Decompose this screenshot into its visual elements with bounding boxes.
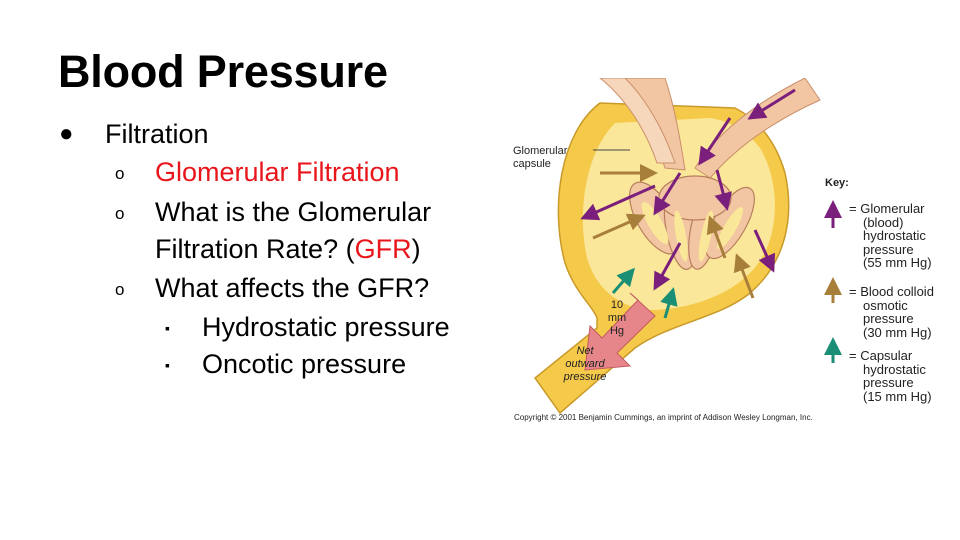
pressure-value-line3: Hg <box>610 325 624 337</box>
key-title: Key: <box>825 177 849 189</box>
bullet-circle-icon: o <box>115 204 125 223</box>
net-label-line1: Net <box>576 345 594 357</box>
bullet-text: What affects the GFR? <box>155 273 430 303</box>
copyright-text: Copyright © 2001 Benjamin Cummings, an i… <box>514 413 813 422</box>
bullet-what-affects-gfr: o What affects the GFR? <box>115 271 430 305</box>
bullet-text: Hydrostatic pressure <box>202 312 450 342</box>
slide-title: Blood Pressure <box>58 46 388 97</box>
capsule-label-line2: capsule <box>513 158 551 170</box>
net-label-line2: outward <box>565 358 605 370</box>
efferent-arteriole <box>694 78 821 179</box>
bullet-text-pre: Filtration Rate? ( <box>155 234 355 264</box>
key-text-colloid: = Blood colloid osmotic pressure (30 mm … <box>849 284 934 340</box>
bullet-circle-icon: o <box>115 164 125 183</box>
net-label-line3: pressure <box>563 371 607 383</box>
key-text-glomerular: = Glomerular (blood) hydrostatic pressur… <box>849 201 932 270</box>
bullet-dot-icon: ● <box>59 120 74 147</box>
bullet-text: Filtration <box>105 119 209 149</box>
bullet-oncotic-pressure: ▪ Oncotic pressure <box>165 347 407 381</box>
bullet-text-post: ) <box>411 234 421 264</box>
key-text-capsular: = Capsular hydrostatic pressure (15 mm H… <box>849 348 932 404</box>
bullet-square-icon: ▪ <box>165 320 170 336</box>
bullet-text: Oncotic pressure <box>202 349 407 379</box>
vessel-trunk <box>599 78 676 164</box>
bullet-what-is-gfr-line2: Filtration Rate? (GFR) <box>155 232 421 266</box>
bullet-text: Glomerular Filtration <box>155 157 400 187</box>
net-pressure-arrow <box>584 292 656 371</box>
bullet-circle-icon: o <box>115 280 125 299</box>
glomerular-pressure-arrows <box>580 88 796 291</box>
bullet-text-line1: What is the Glomerular <box>155 197 432 227</box>
bullet-hydrostatic-pressure: ▪ Hydrostatic pressure <box>165 310 450 344</box>
pressure-value-line2: mm <box>608 312 626 324</box>
pressure-value-line1: 10 <box>611 299 623 311</box>
glomerulus-diagram: Glomerular capsule 10 mm Hg Net outward … <box>505 78 853 430</box>
bullet-square-icon: ▪ <box>165 357 170 373</box>
capsule-label-line1: Glomerular <box>513 145 568 157</box>
bullet-what-is-gfr: o What is the Glomerular <box>115 195 432 229</box>
capsular-pressure-arrows <box>611 267 678 319</box>
bullet-filtration: ● Filtration <box>59 117 209 151</box>
gfr-highlight: GFR <box>354 234 412 264</box>
bullet-glomerular-filtration: o Glomerular Filtration <box>115 155 400 189</box>
colloid-osmotic-arrows <box>592 164 755 299</box>
